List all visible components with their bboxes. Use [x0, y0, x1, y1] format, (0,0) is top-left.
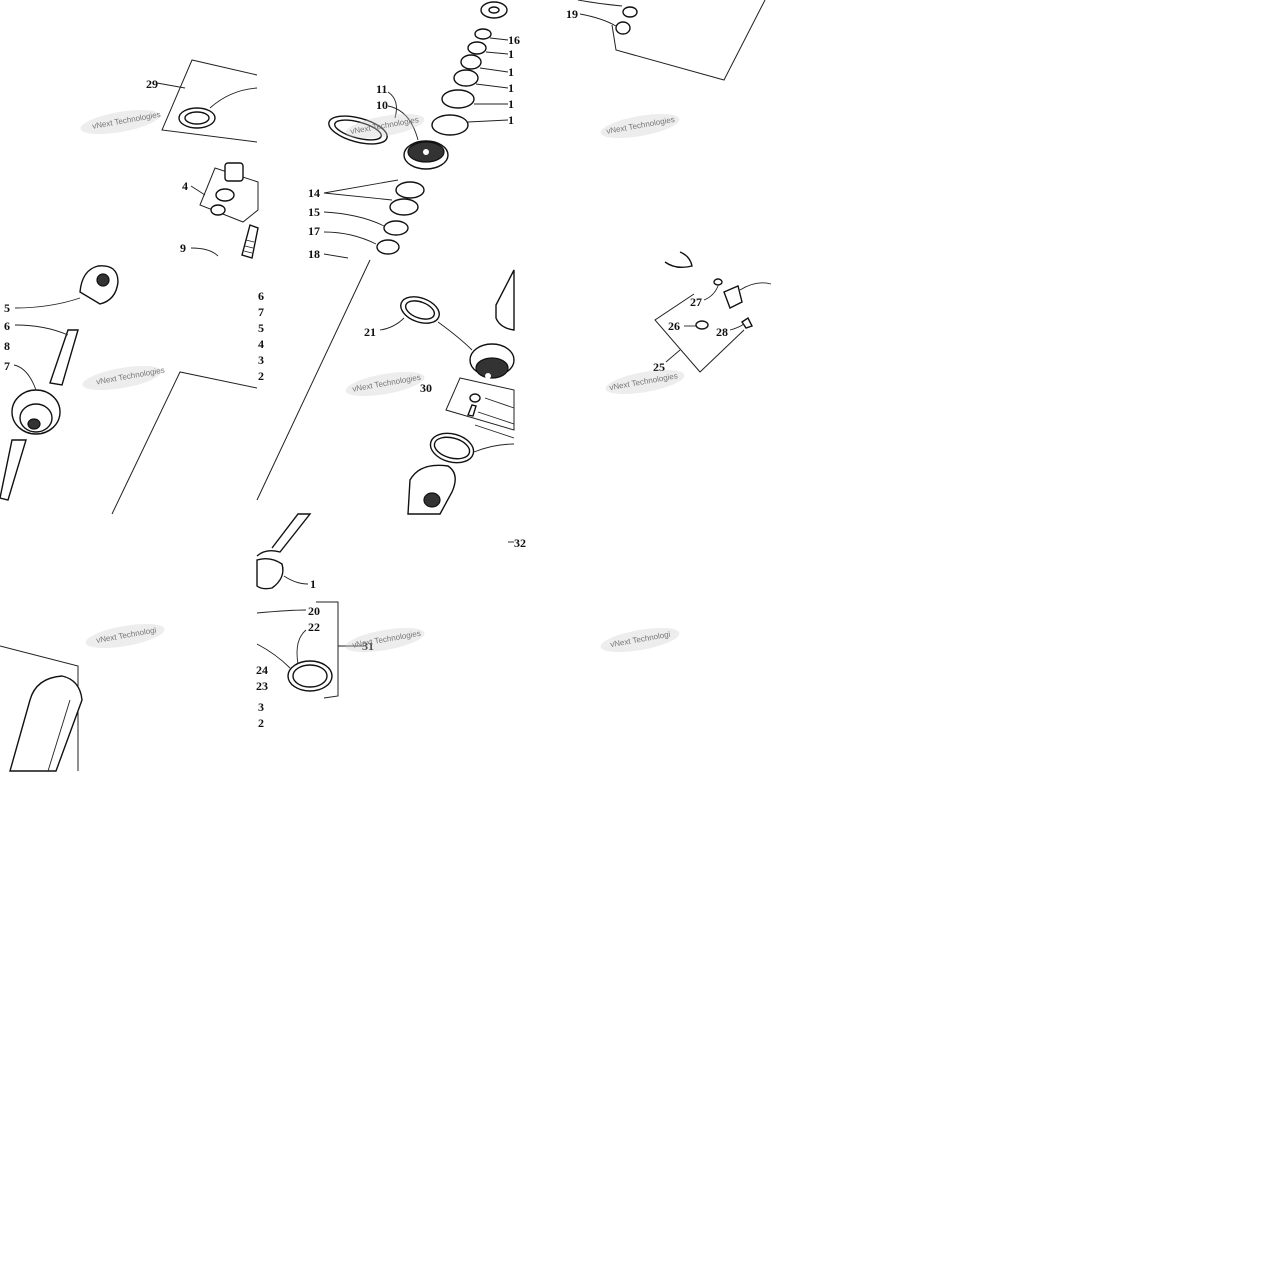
callout-6b[interactable]: 6 — [258, 289, 264, 303]
tile-d: vNext Technologi — [0, 623, 165, 772]
tile-e: 1 20 22 31 24 23 3 2 32 vNext Technologi… — [256, 513, 526, 730]
watermark-a1: vNext Technologies — [80, 110, 161, 135]
seal-19a[interactable] — [622, 6, 638, 18]
nut-19[interactable] — [615, 21, 631, 35]
callout-18[interactable]: 18 — [308, 247, 320, 261]
plug-26[interactable] — [695, 320, 709, 330]
callout-1b[interactable]: 1 — [508, 65, 514, 79]
block-fitting-4[interactable] — [224, 162, 244, 182]
callout-16a[interactable]: 16 — [508, 33, 520, 47]
callout-30[interactable]: 30 — [420, 381, 432, 395]
watermark-a2: vNext Technologies — [82, 366, 165, 391]
callout-1a[interactable]: 1 — [508, 47, 514, 61]
callout-1[interactable]: 1 — [310, 577, 316, 591]
callout-9[interactable]: 9 — [180, 241, 186, 255]
callout-29[interactable]: 29 — [146, 77, 158, 91]
callout-22[interactable]: 22 — [308, 620, 320, 634]
callout-17[interactable]: 17 — [308, 224, 320, 238]
callout-23[interactable]: 23 — [256, 679, 268, 693]
tile-a: 29 4 9 5 6 8 7 6 7 5 4 — [0, 59, 264, 515]
callout-1d[interactable]: 1 — [508, 97, 514, 111]
callout-24[interactable]: 24 — [256, 663, 268, 677]
callout-3b[interactable]: 3 — [258, 700, 264, 714]
bottom-eye[interactable] — [407, 464, 456, 515]
callout-32[interactable]: 32 — [514, 536, 526, 550]
nut-17[interactable] — [376, 239, 400, 255]
shim-14b[interactable] — [389, 198, 419, 216]
callout-7b[interactable]: 7 — [258, 305, 264, 319]
valve-27[interactable] — [723, 285, 743, 309]
callout-28[interactable]: 28 — [716, 325, 728, 339]
watermark-e1: vNext Technologies — [345, 627, 425, 653]
callout-2b[interactable]: 2 — [258, 716, 264, 730]
watermark-f1: vNext Technologi — [600, 627, 680, 653]
tile-b: 16 1 1 1 1 1 11 10 14 15 17 18 — [256, 1, 520, 515]
callout-5b[interactable]: 5 — [258, 321, 264, 335]
callout-27[interactable]: 27 — [690, 295, 702, 309]
body-tube-1[interactable] — [256, 513, 312, 557]
threaded-stud[interactable] — [241, 224, 259, 259]
callout-5[interactable]: 5 — [4, 301, 10, 315]
callout-4[interactable]: 4 — [182, 179, 188, 193]
mount-arm[interactable] — [664, 251, 693, 269]
callout-31[interactable]: 31 — [362, 639, 374, 653]
callout-21[interactable]: 21 — [364, 325, 376, 339]
callout-15[interactable]: 15 — [308, 205, 320, 219]
callout-20[interactable]: 20 — [308, 604, 320, 618]
callout-8[interactable]: 8 — [4, 339, 10, 353]
callout-7[interactable]: 7 — [4, 359, 10, 373]
watermark-b2: vNext Technologies — [345, 371, 425, 397]
shim-15[interactable] — [383, 220, 409, 236]
callout-3a[interactable]: 3 — [258, 353, 264, 367]
callout-2a[interactable]: 2 — [258, 369, 264, 383]
callout-19[interactable]: 19 — [566, 7, 578, 21]
callout-4b[interactable]: 4 — [258, 337, 264, 351]
watermark-c1: vNext Technologies — [600, 113, 680, 139]
screw-28[interactable] — [741, 316, 753, 329]
piston-rod-6[interactable] — [49, 329, 79, 386]
callout-6[interactable]: 6 — [4, 319, 10, 333]
reservoir-tube[interactable] — [9, 675, 83, 772]
watermark-d1: vNext Technologi — [85, 623, 165, 649]
watermark-b1: vNext Technologies — [345, 113, 425, 139]
callout-1e[interactable]: 1 — [508, 113, 514, 127]
callout-11[interactable]: 11 — [376, 82, 387, 96]
reservoir-edge[interactable] — [495, 269, 515, 331]
callout-25[interactable]: 25 — [653, 360, 665, 374]
callout-14[interactable]: 14 — [308, 186, 320, 200]
tile-f: vNext Technologi — [600, 627, 680, 653]
shim-14a[interactable] — [395, 181, 425, 199]
watermark-c2: vNext Technologies — [605, 369, 685, 395]
callout-26[interactable]: 26 — [668, 319, 680, 333]
callout-1c[interactable]: 1 — [508, 81, 514, 95]
tile-c: 19 27 26 28 25 vNext Technologies vNext … — [566, 0, 772, 395]
callout-10[interactable]: 10 — [376, 98, 388, 112]
